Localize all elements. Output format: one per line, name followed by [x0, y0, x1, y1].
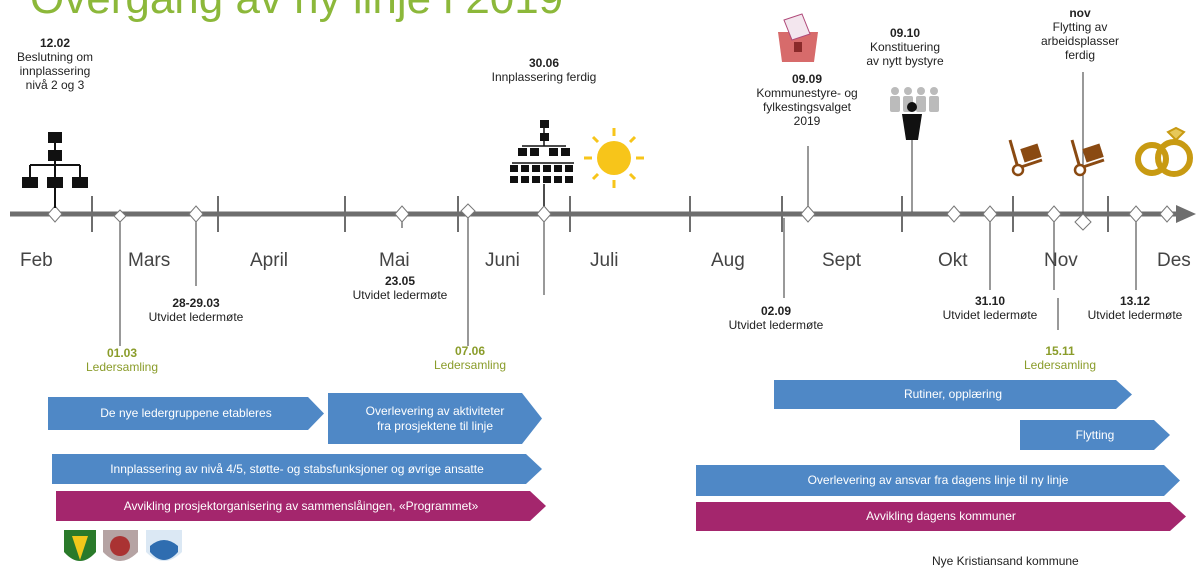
month-label: Mars: [128, 250, 171, 271]
process-arrow: Avvikling dagens kommuner: [696, 502, 1186, 531]
month-ticks: [91, 196, 1109, 232]
month-label: April: [250, 250, 289, 271]
month-label: Nov: [1044, 250, 1078, 271]
process-arrow: Rutiner, opplæring: [774, 380, 1132, 409]
event-23-05: 23.05 Utvidet ledermøte: [352, 274, 448, 302]
event-09-09: 09.09 Kommunestyre- og fylkestingsvalget…: [756, 72, 858, 128]
process-arrow: Overlevering av aktiviteter fra prosjekt…: [328, 393, 542, 444]
event-28-29-03: 28-29.03 Utvidet ledermøte: [148, 296, 244, 324]
month-label: Okt: [938, 250, 968, 271]
hand-truck-icon: [1008, 139, 1043, 177]
coat-of-arms-icon: [64, 530, 96, 561]
sun-icon: [584, 128, 644, 188]
month-label: Juni: [485, 250, 520, 271]
event-15-11: 15.11 Ledersamling: [1023, 344, 1097, 372]
process-arrow: Innplassering av nivå 4/5, støtte- og st…: [52, 454, 542, 484]
hand-truck-icon: [1070, 139, 1105, 177]
event-13-12: 13.12 Utvidet ledermøte: [1087, 294, 1183, 322]
event-stems: [119, 72, 1137, 346]
month-label: Aug: [711, 250, 745, 271]
process-arrow: Overlevering av ansvar fra dagens linje …: [696, 465, 1180, 496]
coat-of-arms-icon: [146, 530, 182, 561]
coat-of-arms-icon: [103, 530, 138, 561]
page-title: Overgang av ny linje i 2019: [30, 0, 563, 24]
month-label: Juli: [590, 250, 619, 271]
org-chart-icon: [22, 132, 88, 208]
event-01-03: 01.03 Ledersamling: [85, 346, 159, 374]
event-31-10: 31.10 Utvidet ledermøte: [942, 294, 1038, 322]
org-chart-icon: [510, 120, 574, 206]
event-12-02: 12.02 Beslutning om innplassering nivå 2…: [16, 36, 94, 92]
timeline-arrowhead: [1176, 205, 1196, 223]
event-diamonds: [47, 203, 1175, 231]
event-09-10: 09.10 Konstituering av nytt bystyre: [866, 26, 944, 68]
month-label: Feb: [20, 250, 53, 271]
process-arrow: Flytting: [1020, 420, 1170, 450]
rings-icon: [1135, 126, 1193, 177]
event-30-06: 30.06 Innplassering ferdig: [491, 56, 597, 84]
month-label: Des: [1157, 250, 1191, 271]
month-label: Mai: [379, 250, 410, 271]
event-07-06: 07.06 Ledersamling: [433, 344, 507, 372]
process-arrow: Avvikling prosjektorganisering av sammen…: [56, 491, 546, 521]
month-label: Sept: [822, 250, 862, 271]
process-arrow: De nye ledergruppene etableres: [48, 397, 324, 430]
event-02-09: 02.09 Utvidet ledermøte: [728, 304, 824, 332]
event-nov: nov Flytting av arbeidsplasser ferdig: [1040, 6, 1120, 62]
ballot-icon: [778, 13, 818, 62]
footer-text: Nye Kristiansand kommune: [932, 554, 1079, 568]
people-icon: [890, 87, 939, 140]
